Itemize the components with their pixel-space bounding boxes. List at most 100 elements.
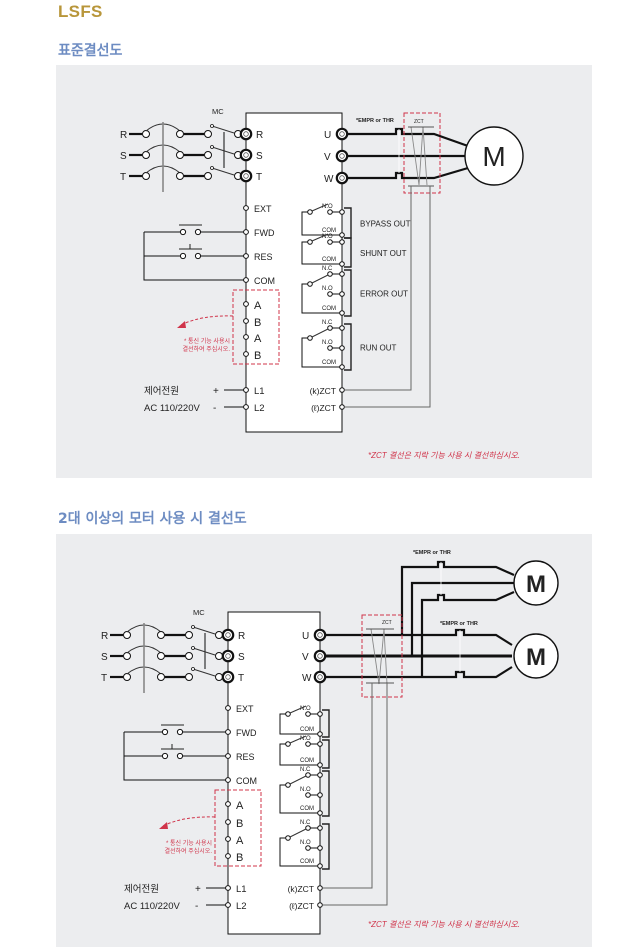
motor1-wire-v xyxy=(410,581,514,656)
relay-no-label: N.O xyxy=(322,234,333,240)
breaker-contact-icon xyxy=(157,631,165,639)
wire xyxy=(123,732,226,781)
output-terminal-w-inner xyxy=(339,175,345,181)
relay-group-bracket xyxy=(322,739,330,769)
relay-no-label: N.O xyxy=(322,204,333,210)
zct-highlight-box xyxy=(361,614,403,698)
relay-blade-icon xyxy=(311,233,329,242)
relay-no-terminal xyxy=(317,741,323,747)
comm-terminal-label: B xyxy=(254,317,261,329)
zct-highlight-box xyxy=(403,112,441,194)
breaker-contact-icon xyxy=(142,130,150,138)
control-terminal-label: RES xyxy=(254,252,273,262)
fwd-switch-contact-icon xyxy=(179,228,187,236)
breaker-contact-icon xyxy=(176,130,184,138)
relay-blade-icon xyxy=(289,828,307,838)
relay-com-label: COM xyxy=(322,228,336,234)
relay-blade-icon xyxy=(311,274,329,284)
control-terminal-fwd xyxy=(225,729,231,735)
power-terminal-l1 xyxy=(225,885,231,891)
control-terminal-label: EXT xyxy=(236,704,254,714)
input-terminal-label: S xyxy=(256,151,263,162)
relay-blade-icon xyxy=(311,328,329,338)
arrow-head-icon xyxy=(177,321,186,328)
zct-terminal-1 xyxy=(317,902,323,908)
input-terminal-s-inner xyxy=(225,653,231,659)
power-label: AC 110/220V xyxy=(124,901,180,912)
res-switch-contact-icon xyxy=(176,752,184,760)
relay-nc-label: N.C xyxy=(322,320,333,326)
motor-icon xyxy=(464,126,524,186)
supply-phase-label-t: T xyxy=(120,172,126,183)
mc-contact-icon xyxy=(185,652,193,660)
footnote: *ZCT 결선은 지락 기능 사용 시 결선하십시오. xyxy=(368,451,520,460)
power-terminal-label: L1 xyxy=(236,884,247,895)
relay-nc-terminal xyxy=(339,325,345,331)
mc-pivot-icon xyxy=(191,667,195,671)
fwd-switch-contact-icon xyxy=(176,728,184,736)
relay-no-contact-icon xyxy=(327,239,333,245)
relay-nc-contact-icon xyxy=(305,772,311,778)
relay-no-label: N.O xyxy=(322,340,333,346)
comm-terminal-a xyxy=(225,801,231,807)
fwd-switch-contact-icon xyxy=(161,728,169,736)
supply-phase-label-s: S xyxy=(120,151,127,162)
relay-no-contact-icon xyxy=(305,741,311,747)
power-terminal-label: L2 xyxy=(236,901,247,912)
output-terminal-label: V xyxy=(302,652,309,663)
power-sign: - xyxy=(195,901,198,912)
relay-no-terminal xyxy=(317,845,323,851)
relay-nc-label: N.C xyxy=(322,266,333,272)
output-terminal-label: W xyxy=(302,673,312,684)
relay-blade-icon xyxy=(289,705,307,714)
output-terminal-u-inner xyxy=(339,131,345,137)
mc-contact-icon xyxy=(215,631,223,639)
zct-terminal-label: (ℓ)ZCT xyxy=(289,901,314,911)
input-terminal-r-inner xyxy=(243,131,249,137)
relay-nc-terminal xyxy=(339,271,345,277)
comm-note-line: * 통신 기능 사용시 xyxy=(184,337,230,345)
mc-contact-icon xyxy=(204,151,212,159)
breaker-contact-icon xyxy=(123,673,131,681)
mc-pivot-icon xyxy=(210,124,214,128)
control-terminal-fwd xyxy=(243,229,249,235)
relay-no-terminal xyxy=(339,291,345,297)
comm-terminal-label: A xyxy=(236,835,244,847)
relay-common-contact-icon xyxy=(285,782,291,788)
output-terminal-v-inner xyxy=(317,653,323,659)
wire xyxy=(279,743,318,766)
control-terminal-ext xyxy=(225,705,231,711)
wire xyxy=(301,211,340,236)
input-terminal-label: R xyxy=(238,631,245,642)
wire xyxy=(301,283,340,314)
breaker-contact-icon xyxy=(142,172,150,180)
mc-contact-icon xyxy=(204,130,212,138)
mc-blade-icon xyxy=(211,167,235,176)
relay-com-label: COM xyxy=(322,257,336,263)
mc-contact-icon xyxy=(215,652,223,660)
mc-blade-icon xyxy=(192,668,216,677)
relay-no-label: N.O xyxy=(322,286,333,292)
output-terminal-label: W xyxy=(324,174,334,185)
relay-no-label: N.O xyxy=(300,736,311,742)
wire xyxy=(143,232,244,281)
relay-no-terminal xyxy=(339,345,345,351)
comm-terminal-label: B xyxy=(236,852,243,864)
relay-group-bracket xyxy=(344,323,352,371)
control-terminal-label: RES xyxy=(236,752,255,762)
zct-coil-icon xyxy=(370,628,388,685)
motor-label: M xyxy=(482,141,505,172)
empr-label-2: *EMPR or THR xyxy=(440,621,478,627)
relay-com-label: COM xyxy=(322,306,336,312)
wire xyxy=(279,713,318,735)
relay-com-terminal xyxy=(339,310,345,316)
relay-nc-contact-icon xyxy=(327,325,333,331)
empr-label: *EMPR or THR xyxy=(356,118,394,124)
comm-terminal-label: B xyxy=(236,818,243,830)
comm-terminal-b xyxy=(225,853,231,859)
footnote: *ZCT 결선은 지락 기능 사용 시 결선하십시오. xyxy=(368,920,520,929)
relay-com-terminal xyxy=(317,731,323,737)
supply-phase-label-s: S xyxy=(101,652,108,663)
breaker-contact-icon xyxy=(176,172,184,180)
